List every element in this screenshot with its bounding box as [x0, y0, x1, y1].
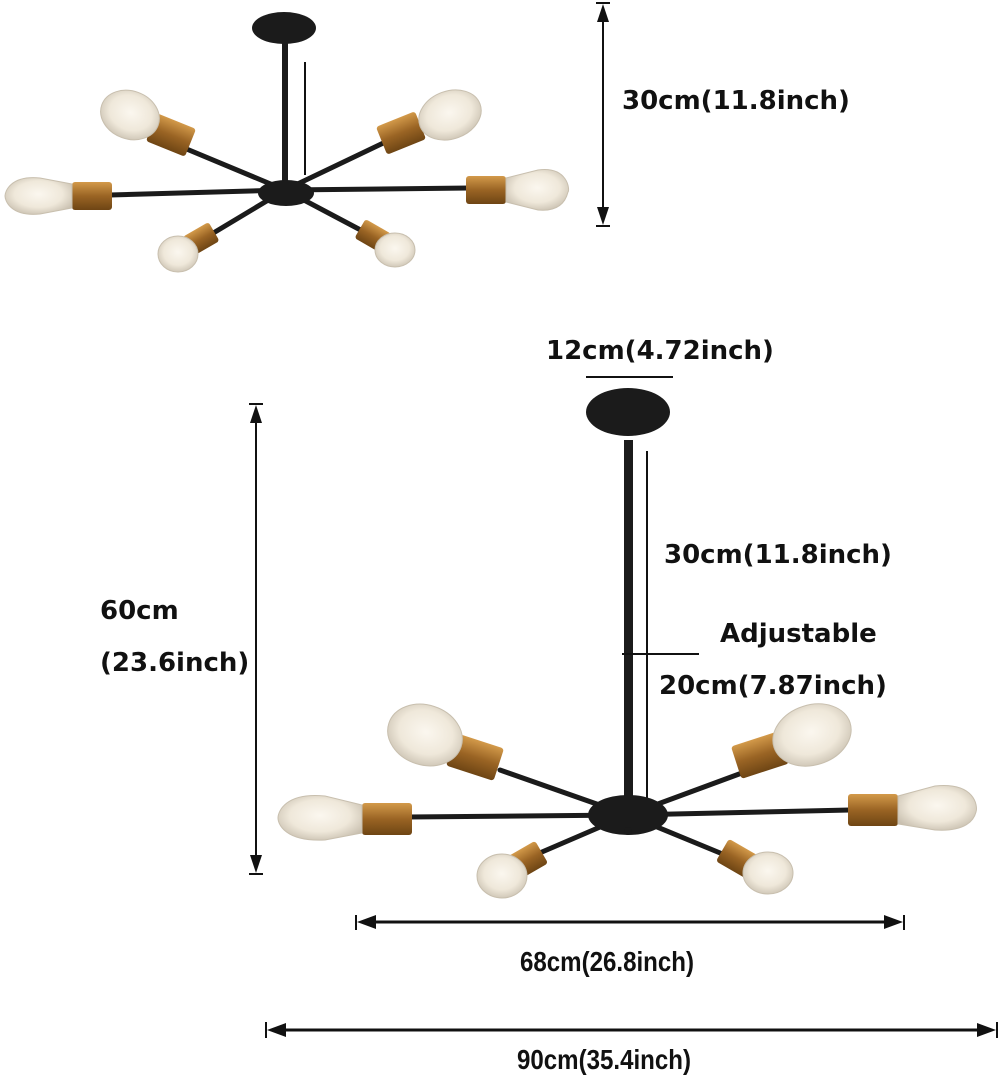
rod-upper-label: 30cm(11.8inch): [664, 540, 892, 570]
canopy-width-label: 12cm(4.72inch): [546, 336, 774, 366]
total-height-dimension: [249, 403, 263, 875]
canopy: [586, 388, 670, 436]
short-rod: [282, 40, 288, 185]
top-chandelier: [4, 12, 570, 273]
bulbs: [277, 703, 977, 899]
rod: [624, 440, 633, 810]
arm-span-dimension: [355, 915, 905, 930]
top-height-dimension: [596, 2, 610, 227]
top-height-label: 30cm(11.8inch): [622, 86, 850, 116]
hub: [588, 795, 668, 835]
bulbs: [4, 89, 570, 273]
total-height-label-cm: 60cm: [100, 596, 179, 626]
canopy: [252, 12, 316, 44]
total-width-label: 90cm(35.4inch): [517, 1044, 692, 1075]
adjustable-label: Adjustable: [720, 619, 877, 649]
arm-span-label: 68cm(26.8inch): [520, 946, 695, 977]
total-width-dimension: [265, 1022, 998, 1038]
arms: [107, 132, 473, 241]
rod-lower-label: 20cm(7.87inch): [659, 671, 887, 701]
bottom-chandelier: [277, 376, 977, 899]
total-height-label-inch: (23.6inch): [100, 648, 250, 678]
hub: [258, 180, 314, 206]
